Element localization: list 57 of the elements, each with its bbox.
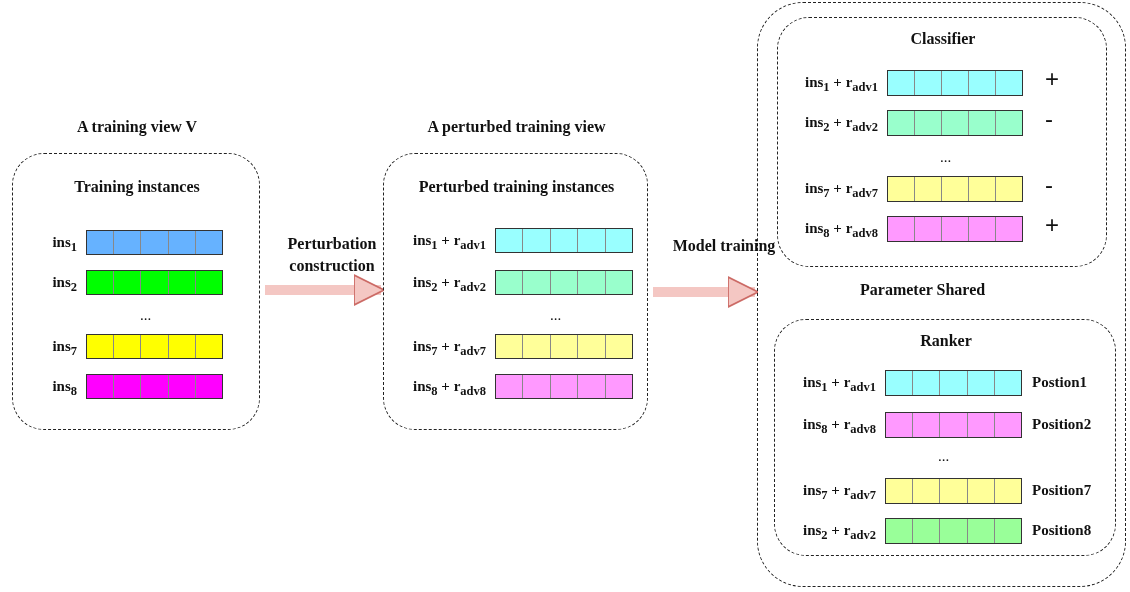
vector-bar	[887, 110, 1023, 136]
sign-label: -	[1045, 110, 1053, 128]
block-arrow	[265, 274, 385, 306]
edge-label: Perturbation construction	[286, 234, 378, 276]
row-label: ins$_{7}$ + r$_{adv7}$	[804, 179, 878, 202]
ellipsis-text: ...	[140, 306, 152, 324]
vector-bar	[885, 370, 1022, 396]
row-label: ins$_{1}$ + r$_{adv1}$	[804, 73, 878, 96]
row-label: ins$_{2}$ + r$_{adv2}$	[412, 273, 486, 296]
heading: A training view V	[75, 118, 199, 136]
vector-bar	[887, 70, 1023, 96]
sign-label: -	[1045, 176, 1053, 194]
row-label: ins$_{8}$ + r$_{adv8}$	[802, 415, 876, 438]
edge-label: Model training	[671, 236, 777, 257]
row-label: ins$_{2}$	[52, 273, 77, 296]
dashed-group-box	[774, 319, 1116, 556]
ellipsis-text: ...	[938, 447, 950, 465]
group-title: Perturbed training instances	[417, 178, 616, 196]
vector-bar	[885, 478, 1022, 504]
row-label: ins$_{7}$ + r$_{adv7}$	[412, 337, 486, 360]
vector-bar	[887, 216, 1023, 242]
row-label: ins$_{2}$ + r$_{adv2}$	[802, 521, 876, 544]
vector-bar	[86, 334, 223, 359]
vector-bar	[86, 374, 223, 399]
row-label: ins$_{7}$ + r$_{adv7}$	[802, 481, 876, 504]
row-label: ins$_{2}$ + r$_{adv2}$	[804, 113, 878, 136]
heading: Parameter Shared	[860, 281, 986, 299]
row-label: ins$_{8}$	[52, 377, 77, 400]
position-label: Position2	[1032, 415, 1092, 433]
row-label: ins$_{8}$ + r$_{adv8}$	[412, 377, 486, 400]
vector-bar	[495, 270, 633, 295]
position-label: Position8	[1032, 521, 1092, 539]
group-title: Classifier	[909, 30, 977, 48]
group-title: Training instances	[73, 178, 201, 196]
sign-label: +	[1045, 216, 1059, 234]
ellipsis-text: ...	[940, 148, 952, 166]
row-label: ins$_{1}$ + r$_{adv1}$	[802, 373, 876, 396]
vector-bar	[86, 270, 223, 295]
heading: A perturbed training view	[426, 118, 607, 136]
ellipsis-text: ...	[550, 306, 562, 324]
position-label: Position7	[1032, 481, 1092, 499]
dashed-group-box	[777, 17, 1107, 267]
block-arrow	[653, 276, 759, 308]
row-label: ins$_{1}$ + r$_{adv1}$	[412, 231, 486, 254]
row-label: ins$_{7}$	[52, 337, 77, 360]
sign-label: +	[1045, 70, 1059, 88]
group-title: Ranker	[919, 332, 973, 350]
vector-bar	[495, 334, 633, 359]
position-label: Postion1	[1032, 373, 1087, 391]
row-label: ins$_{8}$ + r$_{adv8}$	[804, 219, 878, 242]
vector-bar	[885, 518, 1022, 544]
vector-bar	[495, 374, 633, 399]
row-label: ins$_{1}$	[52, 233, 77, 256]
vector-bar	[885, 412, 1022, 438]
vector-bar	[887, 176, 1023, 202]
vector-bar	[495, 228, 633, 253]
vector-bar	[86, 230, 223, 255]
